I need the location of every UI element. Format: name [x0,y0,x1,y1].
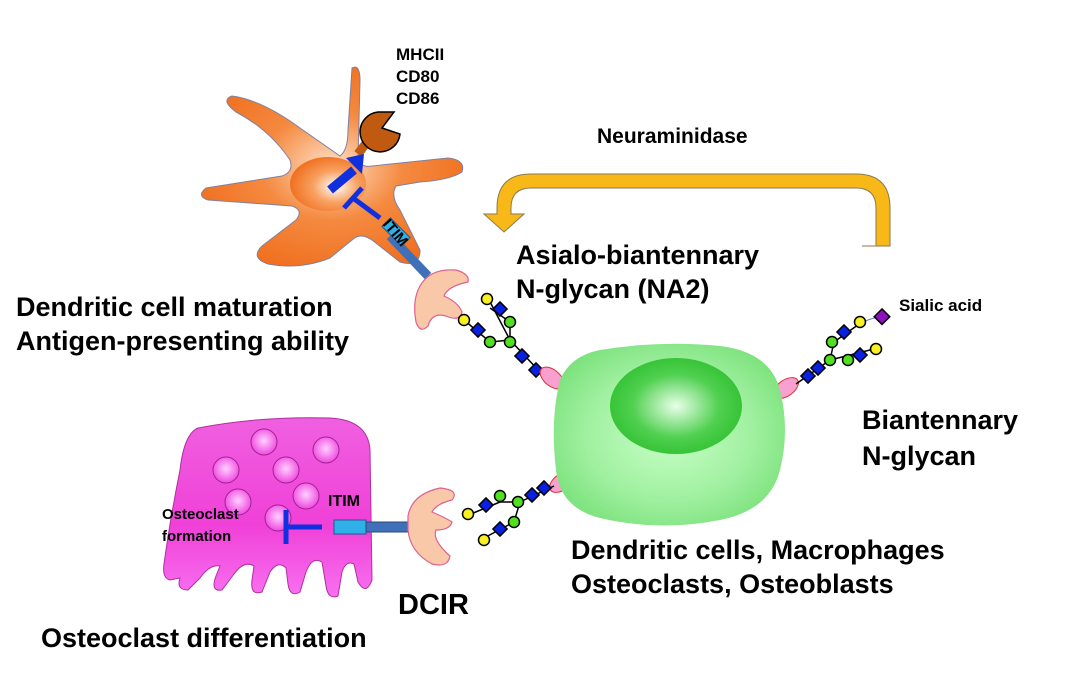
vesicle [272,456,300,484]
vesicle [212,456,240,484]
itim-label-oc: ITIM [328,493,360,510]
mhc-label: MHCII CD80 CD86 [396,44,444,110]
cell-types-label: Dendritic cells, Macrophages Osteoclasts… [571,533,945,601]
dc-receptor-crd [414,269,469,330]
oc-receptor-crd [407,487,455,566]
mhc-label-line: CD80 [396,67,440,86]
activation-arrow [327,154,364,194]
central-cell [553,343,785,526]
asialo-glycan [457,292,545,379]
vesicle [250,428,278,456]
neuraminidase-label: Neuraminidase [597,125,748,148]
cell-types-line: Dendritic cells, Macrophages [571,535,945,565]
dc-itim-domain [381,217,432,280]
asialo-line: Asialo-biantennary [516,240,760,270]
sialylated-glycan [795,307,891,385]
dc-outcome-line: Antigen-presenting ability [16,326,350,356]
cell-nucleus [610,358,742,454]
mhc-label-line: CD86 [396,89,440,108]
osteoclast-formation-line: Osteoclast [162,506,239,523]
osteoclast-differentiation-label: Osteoclast differentiation [41,623,367,653]
mhc-molecule [354,111,401,157]
lower-glycan [461,479,555,547]
oc-itim-domain [333,519,409,535]
vesicle [312,436,340,464]
biantennary-line: Biantennary [862,405,1019,435]
mhc-label-line: MHCII [396,45,445,64]
oc-inhibition-bar [283,510,322,544]
dc-outcome-label: Dendritic cell maturation Antigen-presen… [16,290,349,358]
dc-inhibition-bar [342,186,382,221]
biantennary-glycan-label: Biantennary N-glycan [862,402,1018,474]
neuraminidase-arrow [482,173,891,247]
osteoclast [163,417,373,598]
sialic-acid-label: Sialic acid [899,296,983,315]
cell-types-line: Osteoclasts, Osteoblasts [571,569,894,599]
dcir-label: DCIR [398,589,469,621]
dc-outcome-line: Dendritic cell maturation [16,292,333,322]
biantennary-line: N-glycan [862,441,977,471]
osteoclast-formation-line: formation [162,528,232,545]
asialo-glycan-label: Asialo-biantennary N-glycan (NA2) [516,238,759,306]
vesicle [292,482,320,510]
vesicle [224,488,252,516]
asialo-line: N-glycan (NA2) [516,274,710,304]
osteoclast-formation-label: Osteoclast formation [162,504,239,548]
